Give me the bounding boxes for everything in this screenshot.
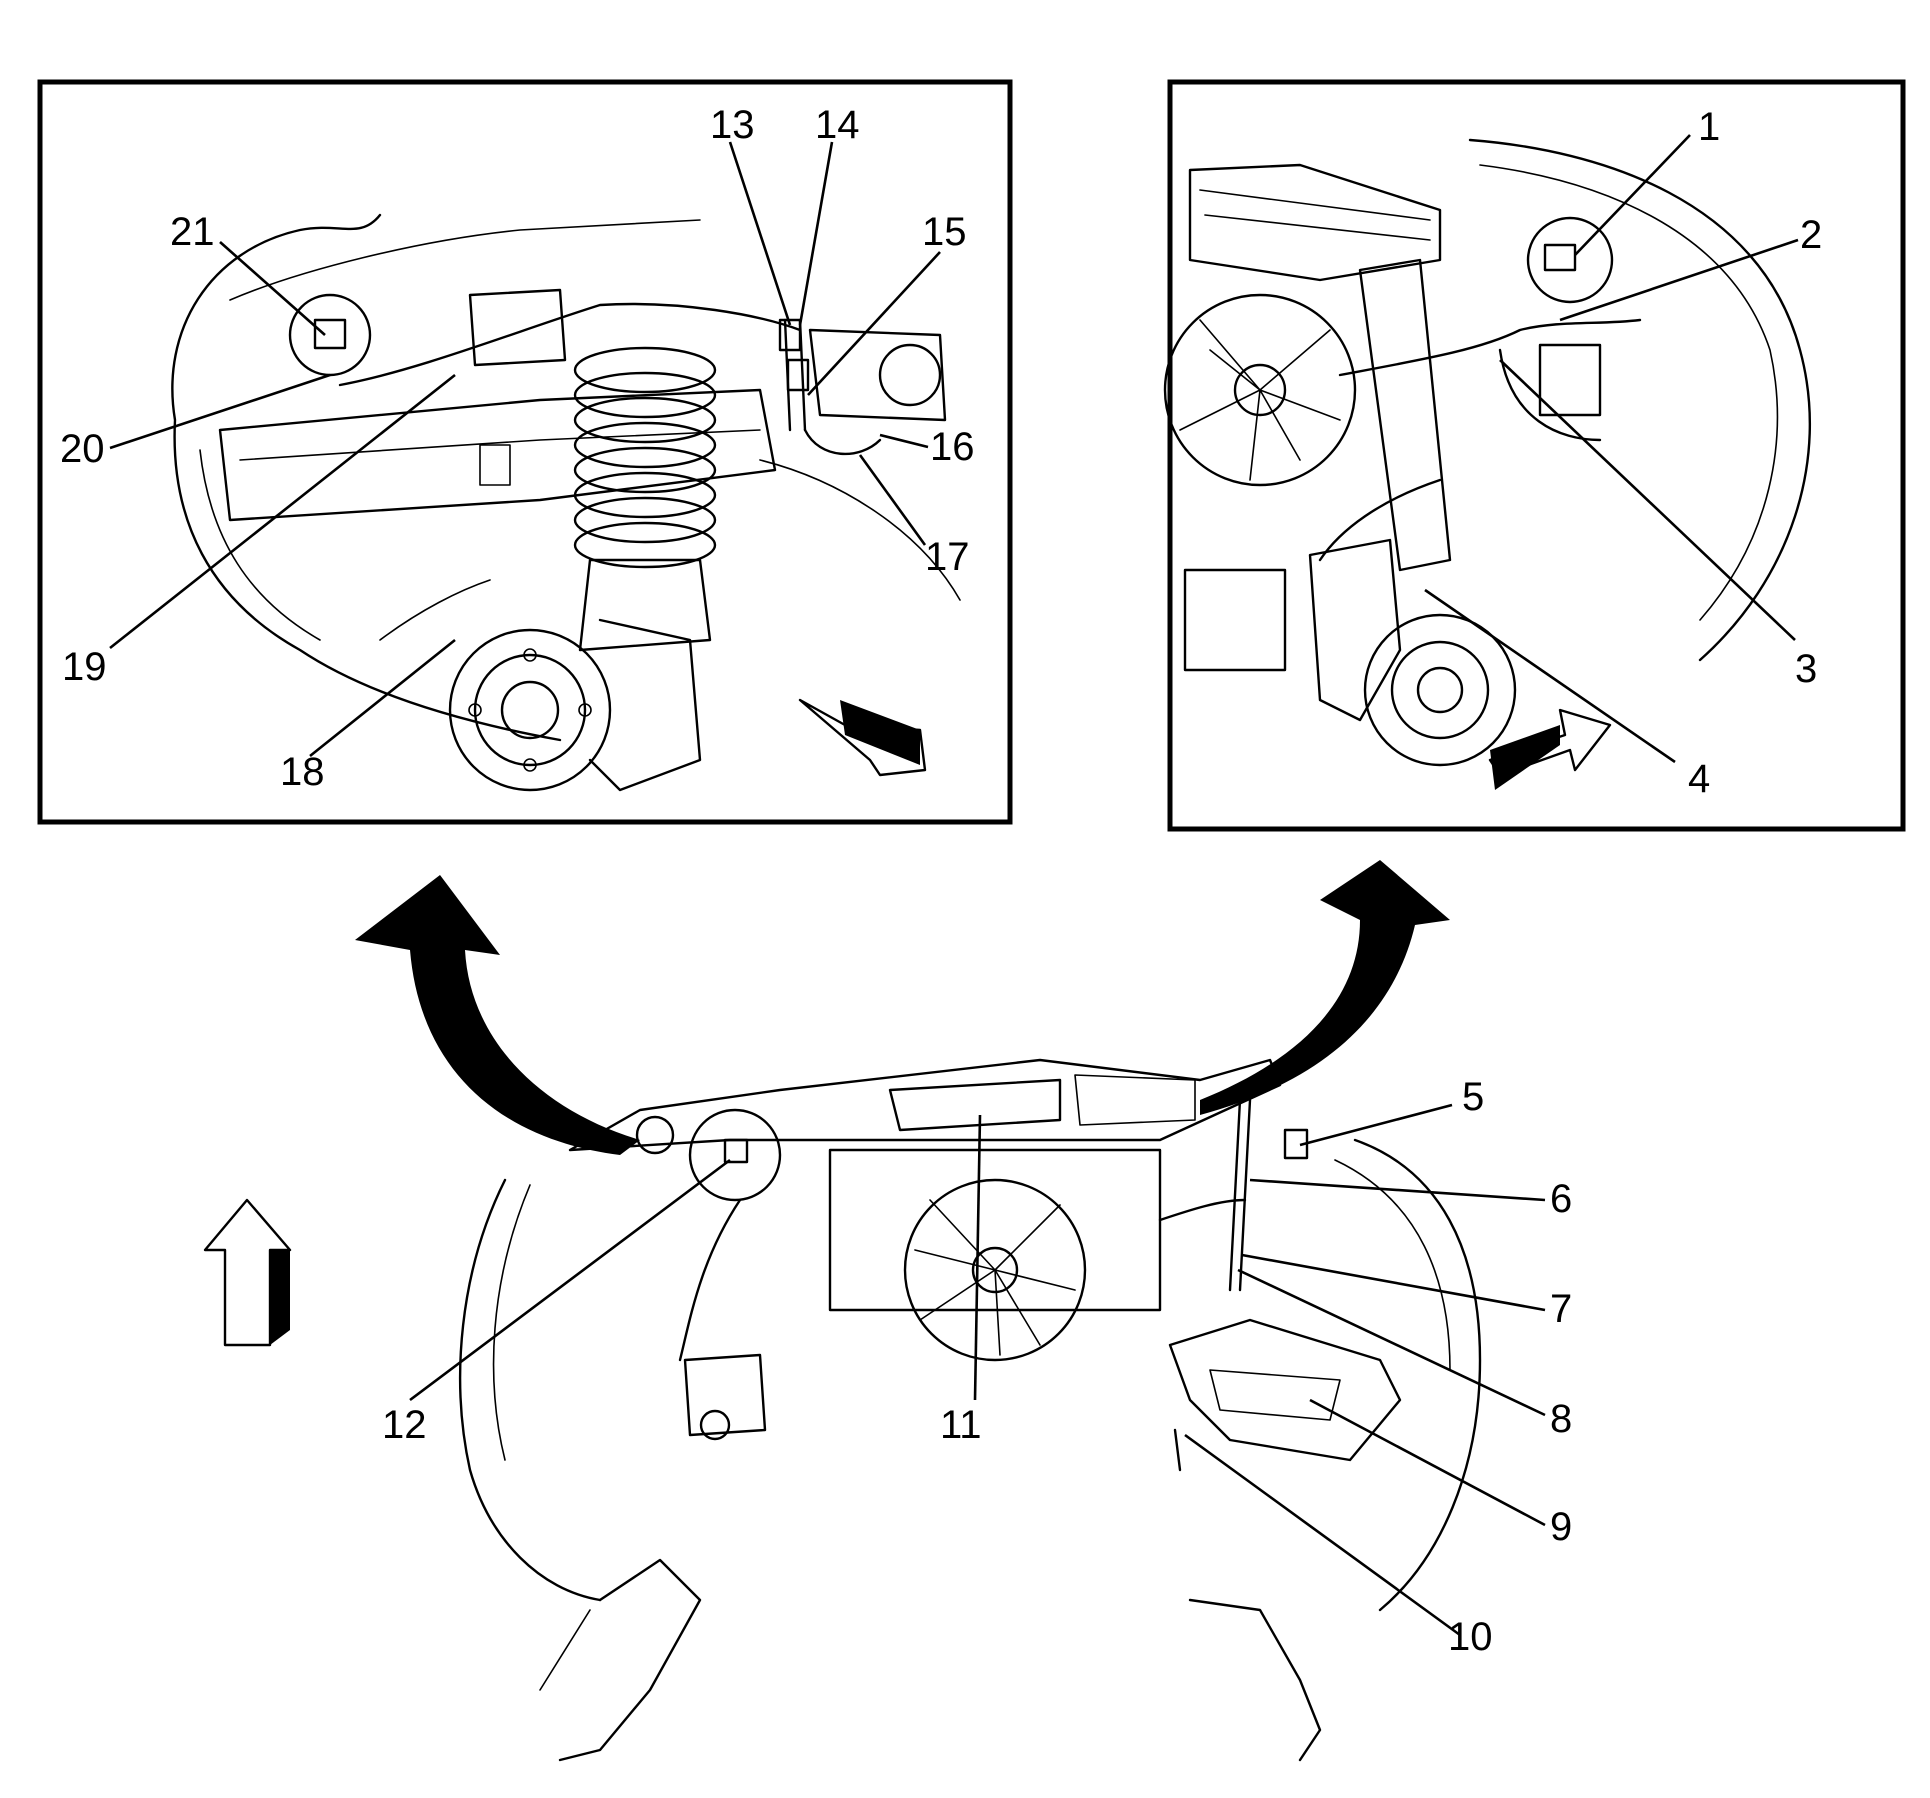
callout-9: 9 bbox=[1550, 1505, 1572, 1549]
overview-upper-tie-bar bbox=[568, 1058, 1282, 1152]
callout-7: 7 bbox=[1550, 1287, 1572, 1331]
right-headlamp-ring bbox=[1526, 216, 1614, 304]
callout-21: 21 bbox=[170, 210, 215, 254]
callout-8: 8 bbox=[1550, 1397, 1572, 1441]
left-module-15 bbox=[808, 328, 947, 422]
overview-battery-tray bbox=[1168, 1318, 1402, 1462]
module-bracket bbox=[468, 288, 567, 367]
overview-cooling-fan bbox=[903, 1178, 1087, 1362]
callout-12: 12 bbox=[382, 1403, 427, 1447]
left-crossmember bbox=[218, 388, 777, 522]
leader-lines bbox=[109, 134, 1799, 1637]
right-panel-frame bbox=[1167, 79, 1906, 832]
left-fender-outline bbox=[171, 213, 562, 742]
overview-left-headlamp bbox=[688, 1108, 782, 1202]
callout-15: 15 bbox=[922, 210, 967, 254]
right-bracket-box bbox=[1183, 568, 1287, 672]
right-side-rail bbox=[1358, 258, 1452, 572]
right-zoom-arrow bbox=[1200, 860, 1450, 1115]
left-panel-frame bbox=[37, 79, 1013, 825]
headlamp-connector bbox=[313, 318, 347, 350]
left-hub-assembly bbox=[448, 618, 702, 792]
left-zoom-arrow bbox=[355, 875, 640, 1155]
callout-5: 5 bbox=[1462, 1075, 1484, 1119]
overview-radiator bbox=[828, 1148, 1162, 1312]
coil-spring bbox=[573, 346, 717, 569]
callout-11: 11 bbox=[940, 1403, 982, 1447]
callout-17: 17 bbox=[925, 535, 970, 579]
right-detail-panel bbox=[1163, 79, 1906, 832]
callout-14: 14 bbox=[815, 103, 860, 147]
strut-body bbox=[578, 558, 712, 652]
right-view-direction-arrow bbox=[1488, 708, 1612, 790]
overview-left-fender bbox=[458, 1178, 602, 1602]
callout-19: 19 bbox=[62, 645, 107, 689]
callout-4: 4 bbox=[1688, 757, 1710, 801]
right-hub-assembly bbox=[1308, 538, 1517, 767]
air-cleaner-box bbox=[1188, 163, 1442, 282]
callout-18: 18 bbox=[280, 750, 325, 794]
overview-left-module bbox=[683, 1353, 767, 1437]
overview-right-fender bbox=[1353, 1138, 1482, 1612]
callout-labels: 1 2 3 4 5 6 7 8 9 10 11 12 13 14 15 16 1… bbox=[60, 103, 1822, 1659]
callout-16: 16 bbox=[930, 425, 975, 469]
callout-20: 20 bbox=[60, 427, 105, 471]
callout-2: 2 bbox=[1800, 213, 1822, 257]
callout-13: 13 bbox=[710, 103, 755, 147]
callout-6: 6 bbox=[1550, 1177, 1572, 1221]
headlamp-ring bbox=[288, 293, 372, 377]
right-headlamp-connector bbox=[1543, 243, 1577, 272]
callout-3: 3 bbox=[1795, 647, 1817, 691]
callout-1: 1 bbox=[1698, 105, 1720, 149]
right-harness bbox=[1338, 318, 1642, 377]
callout-10: 10 bbox=[1448, 1615, 1493, 1659]
right-fender-outline bbox=[1468, 138, 1812, 662]
left-view-direction-arrow bbox=[798, 698, 927, 777]
radiator-fan bbox=[1163, 293, 1357, 487]
overview-view bbox=[203, 860, 1482, 1762]
left-detail-panel bbox=[37, 79, 1013, 825]
left-harness bbox=[338, 302, 802, 387]
